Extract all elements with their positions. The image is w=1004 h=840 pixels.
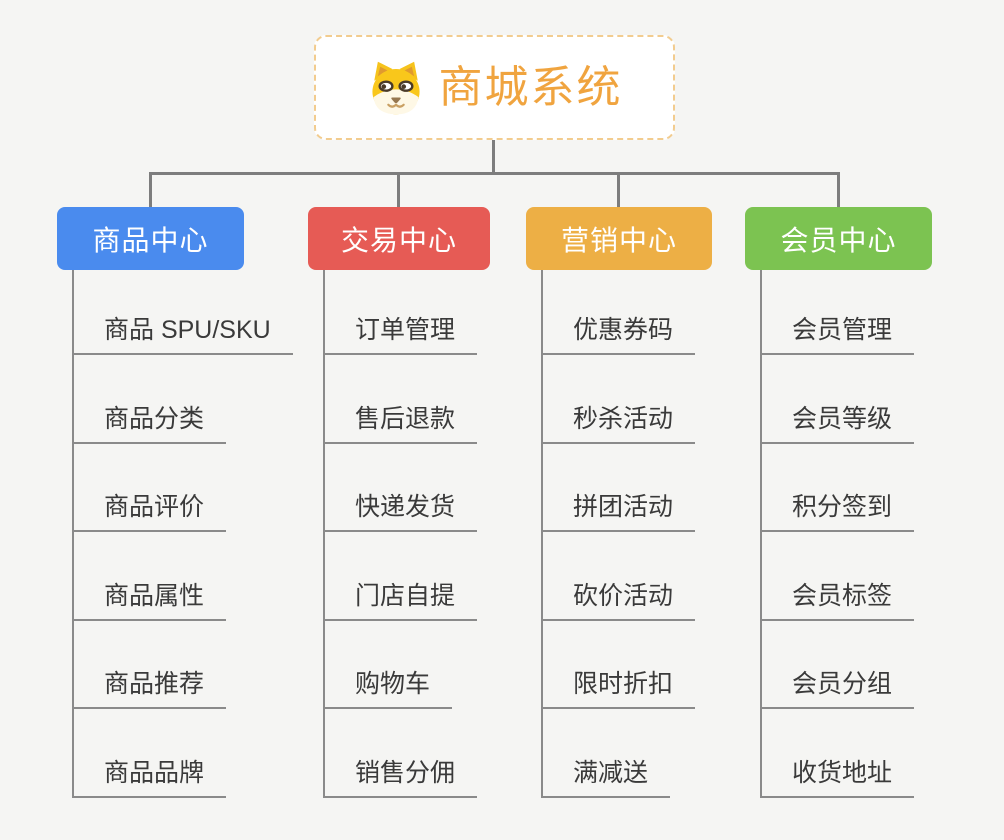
leaf-node-product-spu-sku[interactable]: 商品 SPU/SKU — [72, 314, 293, 355]
leaf-node-shipping-address[interactable]: 收货地址 — [760, 757, 915, 798]
connector-drop-member — [837, 172, 840, 208]
leaf-node-full-reduction[interactable]: 满减送 — [541, 757, 671, 798]
leaf-line-product — [72, 270, 74, 798]
leaf-node-product-category[interactable]: 商品分类 — [72, 403, 227, 444]
leaf-node-bargain[interactable]: 砍价活动 — [541, 580, 696, 621]
dog-face-icon — [371, 61, 420, 114]
leaf-node-member-tag[interactable]: 会员标签 — [760, 580, 915, 621]
leaf-node-time-discount[interactable]: 限时折扣 — [541, 668, 696, 709]
leaf-line-trade — [323, 270, 325, 798]
branch-node-marketing-center[interactable]: 营销中心 — [526, 207, 712, 270]
connector-drop-product — [149, 172, 152, 208]
leaf-node-flash-sale[interactable]: 秒杀活动 — [541, 403, 696, 444]
leaf-node-group-buy[interactable]: 拼团活动 — [541, 491, 696, 532]
leaf-node-member-manage[interactable]: 会员管理 — [760, 314, 915, 355]
leaf-node-coupon[interactable]: 优惠券码 — [541, 314, 696, 355]
leaf-node-product-brand[interactable]: 商品品牌 — [72, 757, 227, 798]
leaf-line-member — [760, 270, 762, 798]
connector-drop-trade — [397, 172, 400, 208]
root-node-mall-system[interactable]: 商城系统 — [314, 35, 675, 140]
leaf-node-product-review[interactable]: 商品评价 — [72, 491, 227, 532]
connector-drop-marketing — [617, 172, 620, 208]
leaf-node-after-sale[interactable]: 售后退款 — [323, 403, 478, 444]
leaf-node-product-attr[interactable]: 商品属性 — [72, 580, 227, 621]
connector-root-stem — [492, 138, 495, 174]
leaf-node-cart[interactable]: 购物车 — [323, 668, 453, 709]
leaf-node-express-ship[interactable]: 快递发货 — [323, 491, 478, 532]
leaf-line-marketing — [541, 270, 543, 798]
root-node-label: 商城系统 — [438, 62, 623, 112]
leaf-node-points-checkin[interactable]: 积分签到 — [760, 491, 915, 532]
leaf-node-product-recommend[interactable]: 商品推荐 — [72, 668, 227, 709]
branch-node-trade-center[interactable]: 交易中心 — [308, 207, 490, 270]
leaf-node-member-level[interactable]: 会员等级 — [760, 403, 915, 444]
branch-node-member-center[interactable]: 会员中心 — [745, 207, 932, 270]
leaf-node-store-pickup[interactable]: 门店自提 — [323, 580, 478, 621]
leaf-node-member-group[interactable]: 会员分组 — [760, 668, 915, 709]
connector-bus — [149, 172, 840, 175]
leaf-node-order-manage[interactable]: 订单管理 — [323, 314, 478, 355]
branch-node-product-center[interactable]: 商品中心 — [57, 207, 244, 270]
leaf-node-sales-commission[interactable]: 销售分佣 — [323, 757, 478, 798]
